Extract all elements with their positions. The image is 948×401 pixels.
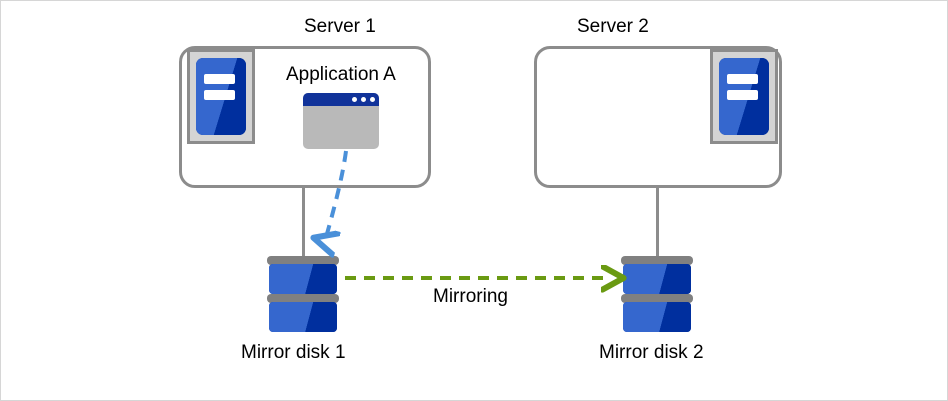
server-bay-bar-2 [726,89,758,100]
disk-body-lower [623,302,691,332]
server2-title: Server 2 [577,16,649,37]
disk-stack-icon [267,256,339,336]
disk-body-upper [623,264,691,294]
connector-server1-disk1 [302,188,305,256]
disk-body-upper [269,264,337,294]
disk-body-sheen [269,264,337,294]
disk1-label: Mirror disk 1 [241,342,346,363]
disk-plate-top [267,256,339,265]
window-dot-2 [361,97,366,102]
mirroring-label: Mirroring [433,286,508,307]
application-a-label: Application A [286,64,396,85]
server-icon [710,49,778,144]
server1-title: Server 1 [304,16,376,37]
application-window-titlebar [303,93,379,106]
server-chassis [196,58,246,135]
application-window-icon [303,93,379,149]
disk-stack-icon [621,256,693,336]
window-dot-3 [370,97,375,102]
disk-plate-top [621,256,693,265]
server-chassis [719,58,769,135]
disk-body-sheen [269,302,337,332]
disk-body-sheen [623,264,691,294]
server-bay-bar-1 [203,74,235,85]
disk-body-sheen [623,302,691,332]
server-bay-bar-2 [203,89,235,100]
disk-plate-middle [621,294,693,303]
server-icon [187,49,255,144]
disk-body-lower [269,302,337,332]
window-dot-1 [352,97,357,102]
disk-plate-middle [267,294,339,303]
server-bay-bar-1 [726,74,758,85]
connector-server2-disk2 [656,188,659,256]
disk2-label: Mirror disk 2 [599,342,704,363]
